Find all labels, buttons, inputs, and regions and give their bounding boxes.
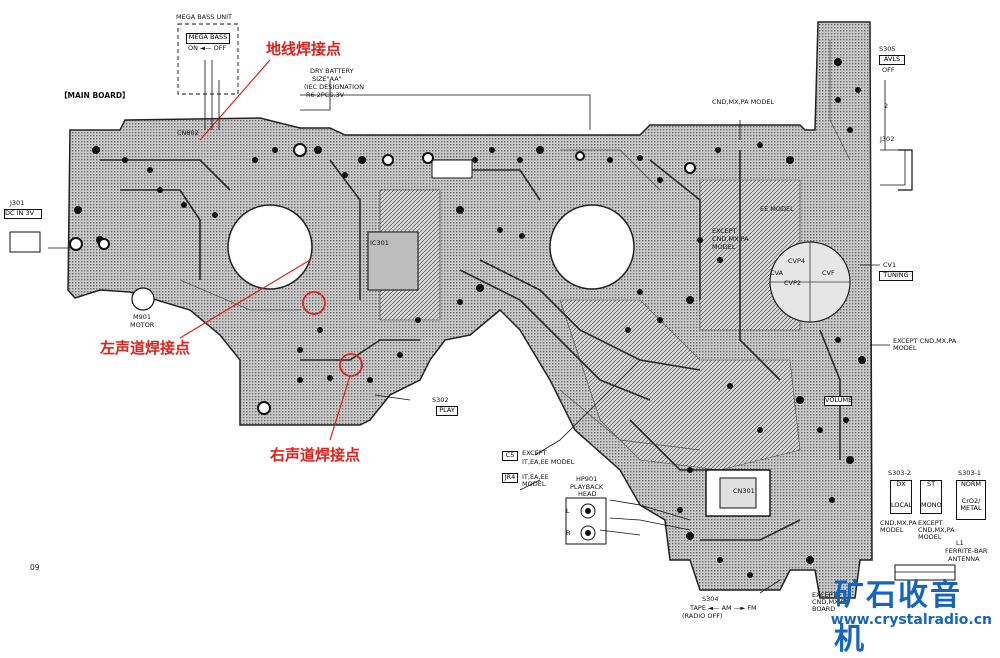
s302-play: PLAY	[436, 406, 458, 416]
ic-main	[367, 231, 419, 291]
pcb-diagram	[9, 21, 956, 599]
watermark-url: www.crystalradio.cn	[830, 612, 992, 628]
except-cnd-right: EXCEPT CND,MX,PA MODEL	[893, 337, 957, 352]
main-board-title: 【MAIN BOARD】	[60, 91, 130, 100]
s305-pos: 2	[884, 102, 889, 110]
except-c5-2: IT,EA,EE MODEL	[522, 458, 575, 466]
battery-line3: (IEC DESIGNATION	[304, 83, 365, 91]
cvf-label: CVF	[822, 269, 835, 277]
cn301-label: CN301	[733, 487, 755, 495]
mega-bass-title: MEGA BASS UNIT	[176, 13, 232, 21]
antenna-symbol	[894, 564, 956, 581]
s303-2-switch: DX LOCAL	[890, 480, 912, 514]
mega-bass-switch: MEGA BASS	[186, 33, 230, 44]
volume-label: VOLUME	[824, 396, 853, 406]
head-l: L	[566, 507, 570, 515]
s302-ref: S302	[432, 396, 449, 404]
bottom-cnd-model: CND,MX,PA MODEL	[880, 519, 917, 534]
cvp4-label: CVP4	[788, 257, 806, 265]
mega-bass-box	[177, 23, 239, 95]
schematic-stage: 地线焊接点 左声道焊接点 右声道焊接点 【MAIN BOARD】 09 MEGA…	[4, 13, 994, 657]
s303-2-bottom: LOCAL	[891, 501, 913, 509]
right-channel-circle	[339, 353, 363, 377]
except-mid-3: MODEL	[712, 243, 736, 251]
c5-ref: C5	[502, 451, 518, 461]
s303-2-top: DX	[896, 480, 906, 488]
s305-avls: AVLS	[879, 55, 905, 65]
antenna-ref: L1	[956, 539, 964, 547]
s305-ref: S305	[879, 45, 896, 53]
left-channel-circle	[302, 291, 326, 315]
s303-1-bottom: CrO2/ METAL	[960, 497, 982, 512]
bottom-except-cnd: EXCEPT CND,MX,PA MODEL	[918, 519, 955, 541]
jr4-model: IT,EA,EE MODEL	[522, 473, 549, 488]
st-top: ST	[926, 480, 936, 488]
motor-label: MOTOR	[130, 321, 155, 329]
motor-ref: M901	[133, 313, 152, 321]
cv1-ref: CV1	[883, 261, 897, 269]
ee-model-label: EE MODEL	[760, 205, 794, 213]
s303-1-top: NORM	[960, 480, 982, 488]
site-watermark: 矿石收音机 www.crystalradio.cn	[830, 568, 994, 657]
dc-jack-ref: J301	[10, 199, 25, 207]
dc-jack-label: DC IN 3V	[4, 209, 42, 219]
left-pointer	[179, 259, 311, 339]
ic301-label: IC301	[370, 239, 389, 247]
head-r: R	[566, 529, 571, 537]
head-line1: PLAYBACK	[570, 483, 604, 491]
antenna-line2: ANTENNA	[948, 555, 980, 563]
j302-jack	[898, 149, 913, 191]
s305-off: OFF	[882, 66, 895, 74]
s303-1-ref: S303-1	[958, 469, 982, 477]
st-switch: ST MONO	[920, 480, 942, 514]
except-mid-1: EXCEPT	[712, 227, 737, 235]
motor-symbol	[131, 287, 155, 311]
reel-hole-left	[227, 204, 313, 290]
head-line2: HEAD	[578, 490, 597, 498]
except-mid-2: CND,MX,PA	[712, 235, 749, 243]
s304-label: TAPE ◄— AM —► FM	[690, 604, 757, 612]
battery-line2: SIZE"AA"	[312, 75, 342, 83]
cn802-label: CN802	[177, 129, 199, 137]
s304-ref: S304	[702, 595, 719, 603]
right-pointer	[329, 375, 351, 441]
ground-solder-label: 地线焊接点	[266, 40, 342, 58]
mega-bass-state: ON ◄— OFF	[188, 44, 227, 52]
j302-ref: J302	[880, 135, 895, 143]
cva-label: CVA	[770, 269, 784, 277]
antenna-line1: FERRITE-BAR	[945, 547, 988, 555]
s304-sub: (RADIO OFF)	[682, 612, 723, 620]
s303-1-switch: NORM CrO2/ METAL	[956, 480, 986, 520]
page-number: 09	[30, 563, 40, 572]
right-channel-solder-label: 右声道焊接点	[270, 446, 361, 464]
head-ref: HP901	[576, 475, 598, 483]
cnd-model-top: CND,MX,PA MODEL	[712, 98, 775, 106]
battery-line4: R6 2PCS.3V	[306, 91, 345, 99]
except-c5-1: EXCEPT	[522, 449, 547, 457]
jr4-ref: JR4	[502, 473, 518, 483]
except-cnd-board: EXCEPT CND,MX,PA BOARD	[812, 591, 849, 613]
cvp2-label: CVP2	[784, 279, 802, 287]
st-bottom: MONO	[921, 501, 942, 509]
dc-jack	[9, 231, 41, 253]
s303-2-ref: S303-2	[888, 469, 912, 477]
reel-hole-right	[549, 204, 635, 290]
left-channel-solder-label: 左声道焊接点	[100, 339, 191, 357]
tuning-label: TUNING	[879, 271, 913, 281]
battery-line1: DRY BATTERY	[310, 67, 354, 75]
playback-head	[565, 497, 607, 545]
